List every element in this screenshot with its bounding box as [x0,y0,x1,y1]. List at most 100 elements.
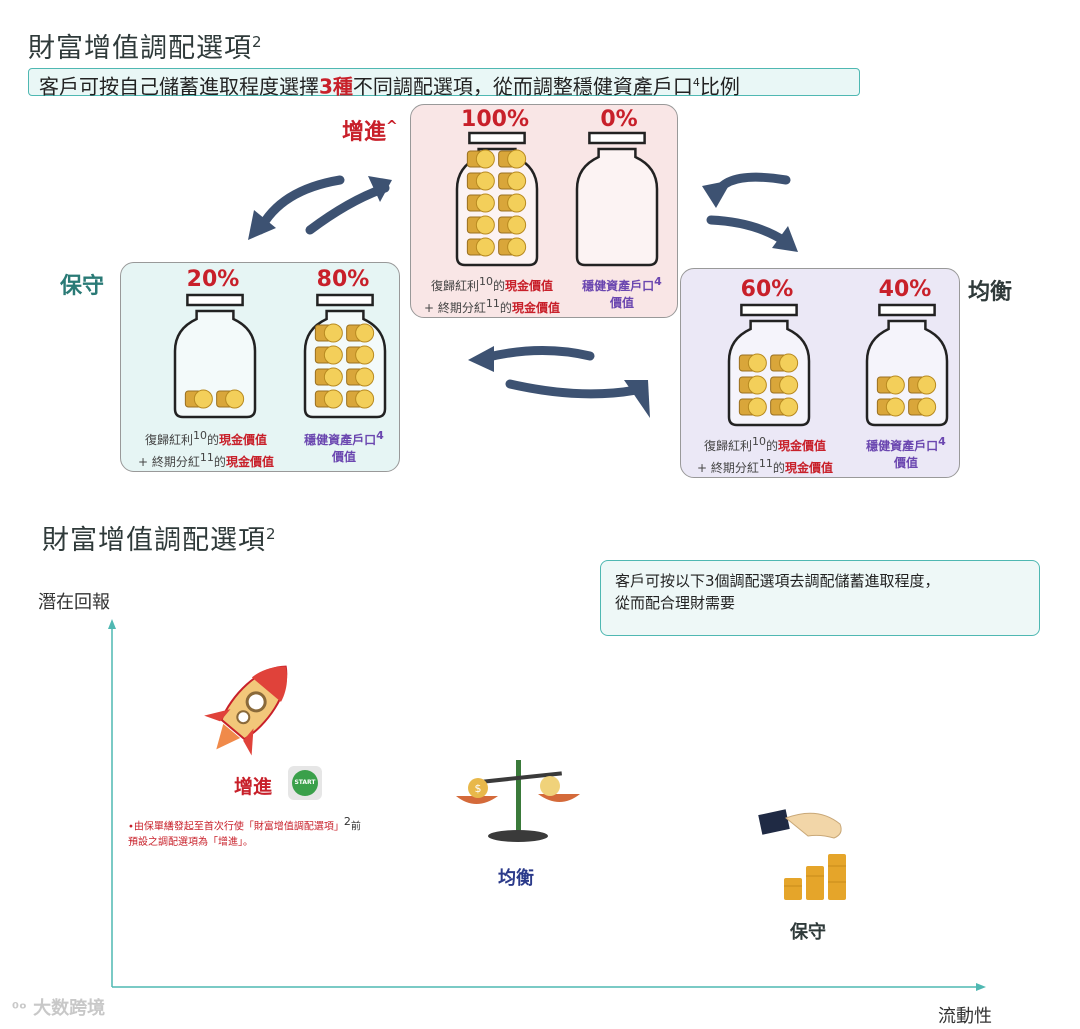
coin-icon [738,353,767,373]
conservative-option-label: 保守 [60,274,105,299]
caption-part: 復歸紅利 [144,433,193,447]
top-title-sup: 2 [252,33,263,51]
axes [108,619,986,991]
coin-icon [314,367,343,387]
coins-hand-icon [758,809,846,900]
balanced-right-percent: 40% [878,277,932,302]
subtitle-sup: 4 [692,76,700,89]
arrow-curve [505,379,641,399]
growth-option-label: 增進^ [342,114,398,146]
balanced-right-caption: 穩健資產戶口4 價值 [851,433,961,472]
subtitle-highlight: 3種 [319,74,353,99]
y-axis-arrowhead [108,619,116,629]
caption-highlight: 現金價值 [505,279,554,293]
coin-icon [738,375,767,395]
coin-icon [314,323,343,343]
x-axis-arrowhead [976,983,986,991]
note-line: 客戶可按以下3個調配選項去調配儲蓄進取程度， [615,572,940,590]
caption-part: + 終期分紅 [424,301,486,315]
coin-icon [466,193,495,213]
caption-part: + 終期分紅 [138,455,200,469]
caption-part: 價值 [893,456,918,470]
top-title: 財富增值調配選項2 [28,26,263,65]
coin-icon [466,149,495,169]
arrow-head [702,180,732,208]
caption-sup: 10 [478,275,493,288]
subtitle-part: 客戶可按自己儲蓄進取程度選擇 [39,74,319,99]
caption-part: 穩健資產戶口 [304,433,377,447]
footnote-part: •由保單繕發起至首次行使「財富增值調配選項」 [128,821,344,833]
top-title-text: 財富增值調配選項 [28,33,252,64]
growth-left-jar-icon [455,131,539,267]
coin-icon [216,389,245,409]
arrow-head [368,176,392,202]
conservative-panel: 20% 80% 復歸紅利10的現金價值 + 終期分紅11的現金價值 穩健資產戶口… [120,262,400,472]
growth-chart-label: 增進 [234,776,273,798]
coin-icon [314,389,343,409]
start-icon-text: START [292,770,318,796]
caption-sup: 11 [199,451,214,464]
caption-highlight: 現金價值 [219,433,268,447]
arrow-head [248,210,276,240]
start-icon: START [288,766,322,800]
bottom-title: 財富增值調配選項2 [42,518,277,557]
balanced-left-caption: 復歸紅利10的現金價值 + 終期分紅11的現金價值 [685,433,845,477]
jar-lid [186,293,244,307]
caption-highlight: 現金價值 [784,461,833,475]
growth-panel: 100% 0% 復歸紅利10的現金價值 + 終期分紅11的現金價值 穩健資產戶口… [410,104,678,318]
coin-icon [314,345,343,365]
swap-arrows-icon [702,172,798,252]
coin-icon [498,193,527,213]
growth-label-mark: ^ [386,118,398,135]
jar-body [575,147,659,267]
conservative-chart-label: 保守 [790,922,826,943]
caption-sup: 11 [758,457,773,470]
watermark-text: 大数跨境 [33,998,106,1019]
note-line: 從而配合理財需要 [615,594,736,612]
caption-sup: 10 [751,435,766,448]
balanced-chart-label: 均衡 [498,868,534,889]
balanced-option-label: 均衡 [968,280,1013,305]
caption-sup: 11 [485,297,500,310]
caption-part: 復歸紅利 [430,279,479,293]
conservative-left-caption: 復歸紅利10的現金價值 + 終期分紅11的現金價值 [131,427,281,471]
coin-icon [876,397,905,417]
coin-icon [770,375,799,395]
caption-part: 價值 [609,296,634,310]
conservative-right-percent: 80% [316,267,370,292]
caption-part: 穩健資產戶口 [582,279,655,293]
coin-icon [908,375,937,395]
bottom-note-box: 客戶可按以下3個調配選項去調配儲蓄進取程度， 從而配合理財需要 [600,560,1040,636]
coin-icon [466,215,495,235]
coin-icon [876,375,905,395]
coin-icon [346,389,375,409]
coin-icon [770,353,799,373]
arrow-head [624,380,650,418]
coin-icon [466,171,495,191]
footnote-part: 預設之調配選項為「增進」。 [128,837,253,849]
jar-lid [588,131,646,145]
caption-part: 的 [492,279,505,293]
coin-icon [908,397,937,417]
y-axis-label: 潛在回報 [38,592,110,613]
coin-icon [346,323,375,343]
svg-text:$: $ [475,782,482,795]
jar-lid [468,131,526,145]
growth-right-percent: 0% [600,107,638,132]
balanced-left-percent: 60% [740,277,794,302]
footnote-part: 前 [350,821,361,833]
watermark: ⁰ᵒ 大数跨境 [12,994,105,1020]
arrow-head [468,346,494,372]
coin-icon [498,215,527,235]
arrow-curve [305,183,390,235]
balance-scale-icon: $ [456,760,580,842]
caption-part: 的 [206,433,219,447]
conservative-left-percent: 20% [186,267,240,292]
coin-icon [498,149,527,169]
caption-part: 穩健資產戶口 [866,439,939,453]
coin-icon [466,237,495,257]
top-subtitle: 客戶可按自己儲蓄進取程度選擇3種不同調配選項，從而調整穩健資產戶口4比例 [28,68,860,99]
footnote-sup: 2 [343,815,351,828]
coin-icon [770,397,799,417]
caption-part: 的 [772,461,785,475]
